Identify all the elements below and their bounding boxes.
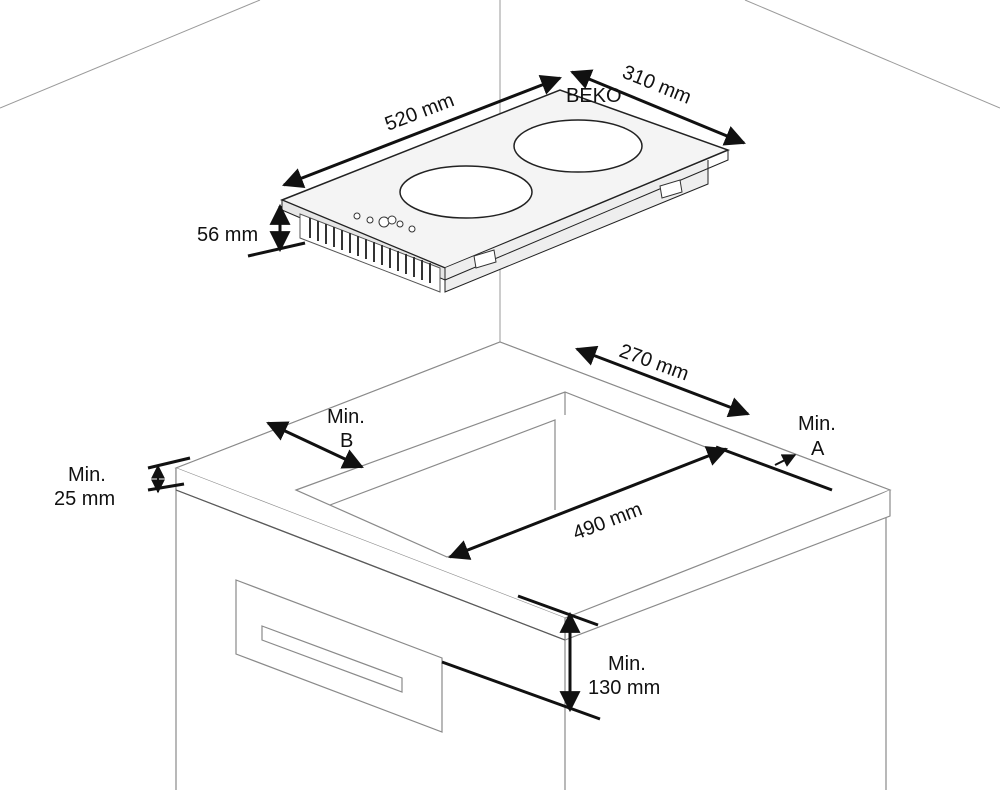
drawer-top-guide [517,594,599,627]
cutout-width-dimension [448,446,728,560]
drawer-bottom-guide [441,660,601,721]
drawer [235,579,443,733]
touch-controls [353,212,416,233]
hob: BEKO [280,85,731,293]
fixing-clip-icon [473,179,683,269]
cutout-depth-dimension [575,345,750,418]
min-b-label-line1: Min. [327,406,365,428]
hob-height-baseline [247,241,306,258]
hob-width-label: 520 mm [382,89,457,135]
hob-vents [309,218,431,283]
cooking-zone-rear [513,119,643,173]
hob-height-label: 56 mm [197,224,258,246]
cooking-zone-front [399,165,533,219]
drawer-handle [261,625,403,693]
min-b-dimension [266,421,364,469]
min-b-label-line2: B [340,430,353,452]
min-worktop-label-line2: 25 mm [54,488,115,510]
min-drawer-label-line2: 130 mm [588,677,660,699]
hob-depth-dimension [570,69,746,146]
hob-depth-label: 310 mm [619,61,694,108]
min-drawer-label-line1: Min. [608,653,646,675]
hob-width-dimension [282,75,562,188]
min-a-label-line1: Min. [798,413,836,435]
min-a-guide [715,445,833,492]
min-a-label-line2: A [811,438,825,460]
min-worktop-label-line1: Min. [68,464,106,486]
min-a-dimension [774,454,797,467]
dimension-lines [147,69,833,721]
